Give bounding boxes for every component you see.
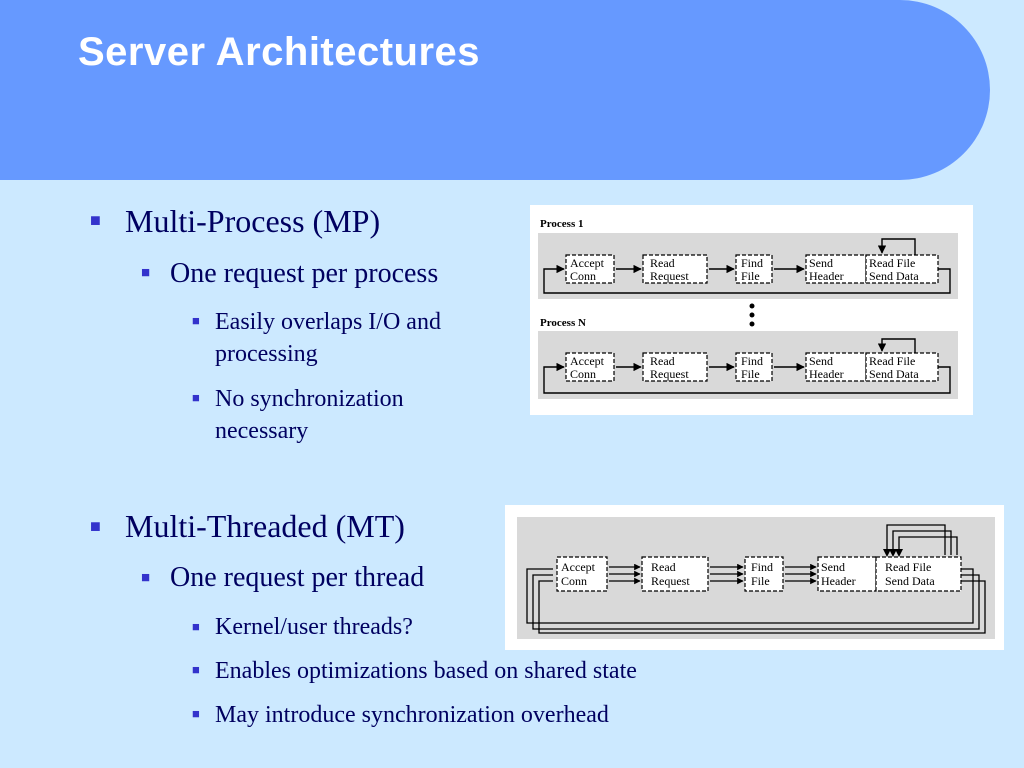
read-request-box [642, 352, 708, 382]
stage-label: File [741, 367, 760, 381]
send-header-box [817, 556, 877, 592]
bullet-square-icon: ■ [192, 662, 200, 677]
process-n-label: Process N [540, 317, 586, 329]
stage-label: Read File [869, 256, 915, 270]
bullet-square-icon: ■ [90, 516, 101, 536]
stage-label: Send [809, 354, 833, 368]
stage-label: Accept [570, 256, 605, 270]
sub-bullet-one-request-per-thread: One request per thread [170, 562, 425, 593]
point-sync-overhead: May introduce synchronization overhead [215, 702, 609, 728]
point-overlaps-io: Easily overlaps I/O and processing [215, 309, 441, 367]
read-file-send-data-box [865, 352, 939, 382]
slide-title: Server Architectures [78, 30, 481, 74]
stage-label: Read [650, 256, 675, 270]
bullet-square-icon: ■ [192, 313, 200, 328]
stage-label: File [751, 574, 770, 588]
read-file-send-data-box [875, 556, 962, 592]
find-file-box [735, 254, 773, 284]
bullet-square-icon: ■ [141, 265, 151, 281]
title-banner [0, 0, 990, 180]
stage-label: Send Data [885, 574, 935, 588]
stage-label: Read [650, 354, 675, 368]
send-header-box [805, 254, 867, 284]
stage-label: Read File [869, 354, 915, 368]
stage-label: Find [741, 256, 763, 270]
read-file-send-data-box [865, 254, 939, 284]
accept-conn-box [556, 556, 608, 592]
stage-label: Header [821, 574, 856, 588]
more-processes-ellipsis [749, 303, 755, 327]
stage-label: Header [809, 367, 844, 381]
stage-label: Conn [570, 269, 596, 283]
stage-label: Request [651, 574, 690, 588]
bullet-square-icon: ■ [90, 210, 101, 230]
mt-diagram: Accept Conn Read Request Find File Send … [505, 505, 1004, 650]
sub-bullet-one-request-per-process: One request per process [170, 258, 439, 289]
stage-label: Read File [885, 560, 931, 574]
stage-label: Send Data [869, 367, 919, 381]
stage-label: Send [809, 256, 833, 270]
stage-label: Find [751, 560, 773, 574]
point-shared-state: Enables optimizations based on shared st… [215, 658, 637, 684]
find-file-box [735, 352, 773, 382]
stage-label: Accept [570, 354, 605, 368]
bullet-multi-threaded: Multi-Threaded (MT) [125, 508, 405, 544]
bullet-square-icon: ■ [141, 570, 151, 586]
stage-label: Send [821, 560, 845, 574]
stage-label: Find [741, 354, 763, 368]
bullet-square-icon: ■ [192, 706, 200, 721]
read-request-box [641, 556, 709, 592]
bullet-square-icon: ■ [192, 390, 200, 405]
stage-label: Request [650, 367, 689, 381]
point-no-sync: No synchronization necessary [215, 386, 404, 444]
point-kernel-user-threads: Kernel/user threads? [215, 614, 413, 640]
stage-label: Header [809, 269, 844, 283]
send-header-box [805, 352, 867, 382]
stage-label: Accept [561, 560, 596, 574]
mp-diagram: Process 1 Accept Conn Read Request Find … [530, 205, 973, 415]
bullet-multi-process: Multi-Process (MP) [125, 203, 381, 239]
stage-label: Read [651, 560, 676, 574]
process-1-label: Process 1 [540, 218, 583, 230]
stage-label: Request [650, 269, 689, 283]
stage-label: File [741, 269, 760, 283]
stage-label: Send Data [869, 269, 919, 283]
find-file-box [744, 556, 784, 592]
bullet-square-icon: ■ [192, 619, 200, 634]
read-request-box [642, 254, 708, 284]
stage-label: Conn [561, 574, 587, 588]
accept-conn-box [565, 254, 615, 284]
stage-label: Conn [570, 367, 596, 381]
accept-conn-box [565, 352, 615, 382]
